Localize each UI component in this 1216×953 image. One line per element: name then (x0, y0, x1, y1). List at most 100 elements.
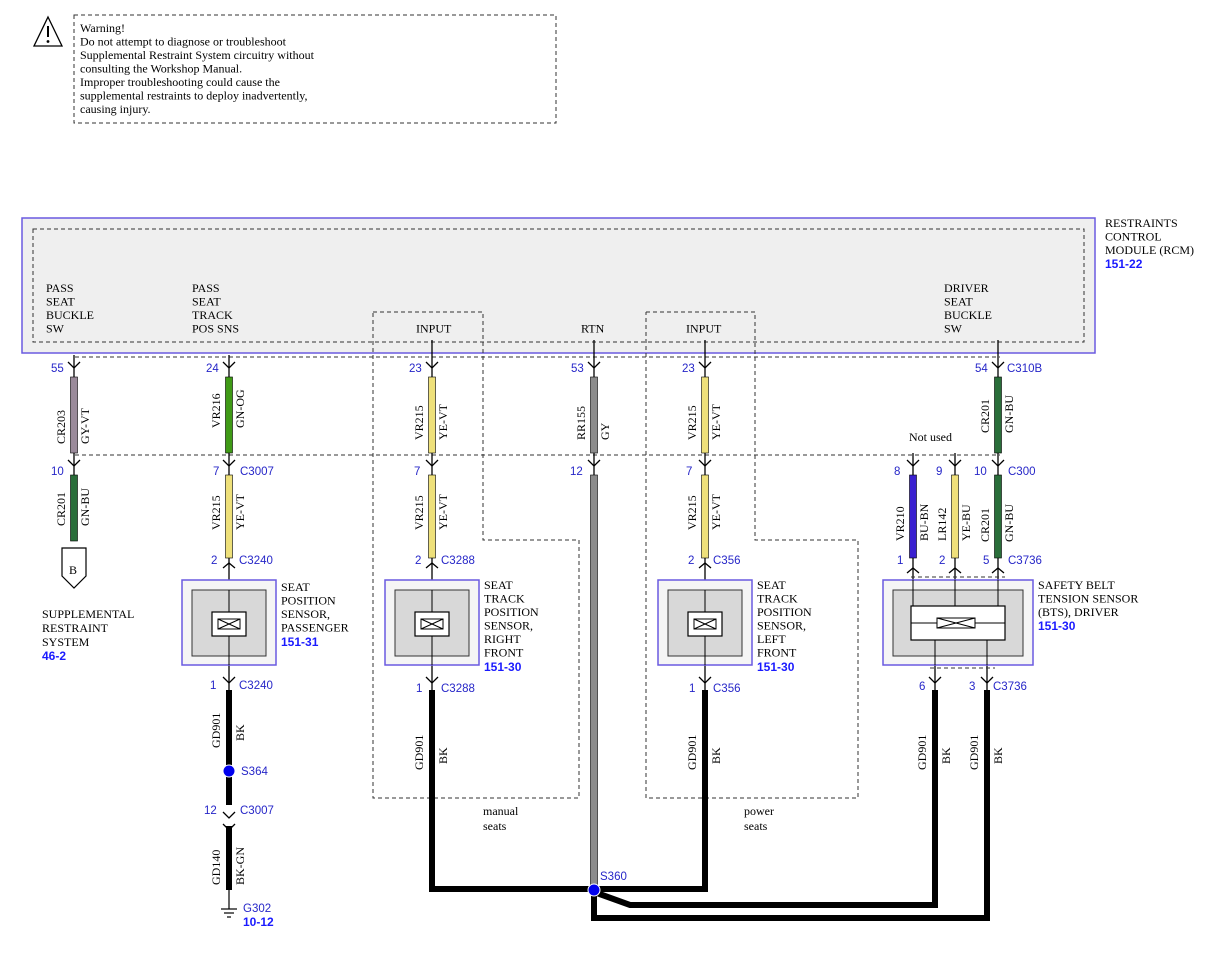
rf-sensor-label: FRONT (484, 646, 524, 660)
wire-cr201-top (994, 376, 1002, 454)
wire-vr215-rf (428, 474, 436, 559)
manual-seats-label: seats (483, 819, 507, 833)
power-seats-label: seats (744, 819, 768, 833)
power-seats-box (645, 311, 859, 799)
bts-sensor-label: TENSION SENSOR (1038, 592, 1138, 606)
manual-seats-box (372, 311, 580, 799)
srs-label: RESTRAINT (42, 621, 109, 635)
pin-2: 2 (415, 555, 421, 567)
wire-color: BK-GN (233, 847, 247, 885)
srs-ref-link[interactable]: 46-2 (42, 649, 66, 663)
pin-7: 7 (686, 466, 692, 478)
lf-sensor-label: SEAT (757, 578, 786, 592)
wire-circuit: GD901 (915, 735, 929, 770)
pin-5: 5 (983, 555, 989, 567)
wire-color: GN-BU (78, 488, 92, 526)
pass-sensor-ref-link[interactable]: 151-31 (281, 635, 319, 649)
wire-color: YE-VT (709, 493, 723, 530)
wire-circuit: GD901 (967, 735, 981, 770)
ground-icon (221, 890, 237, 918)
srs-label: SUPPLEMENTAL (42, 607, 134, 621)
lf-sensor-label: TRACK (757, 592, 798, 606)
pin-12: 12 (204, 805, 217, 817)
wire-color: YE-VT (709, 403, 723, 440)
rcm-ref-link[interactable]: 151-22 (1105, 257, 1143, 271)
wire-color: BK (991, 747, 1005, 764)
connector-c3007: C3007 (240, 805, 274, 817)
pin-54: 54 (975, 363, 988, 375)
wire-color: YE-VT (436, 403, 450, 440)
wire-circuit: CR203 (54, 410, 68, 444)
wire-circuit: CR201 (54, 492, 68, 526)
warning-line: Supplemental Restraint System circuitry … (80, 48, 315, 62)
wire-vr215-lf (701, 474, 709, 559)
power-seats-label: power (744, 804, 774, 818)
driver-buckle-label: DRIVER (944, 281, 989, 295)
pin-24: 24 (206, 363, 219, 375)
connector-c356: C356 (713, 683, 741, 695)
wire-labels: CR203 GY-VT CR201 GN-BU VR216 GN-OG VR21… (54, 389, 1016, 885)
pin-2: 2 (939, 555, 945, 567)
lf-sensor-ref-link[interactable]: 151-30 (757, 660, 795, 674)
pin-1: 1 (210, 680, 216, 692)
pin-2: 2 (211, 555, 217, 567)
rf-sensor-label: SEAT (484, 578, 513, 592)
ground-ref-link[interactable]: 10-12 (243, 915, 274, 929)
wire-circuit: VR216 (209, 393, 223, 428)
warning-line: supplemental restraints to deploy inadve… (80, 89, 308, 103)
lf-sensor-label: SENSOR, (757, 619, 806, 633)
pin-10: 10 (51, 466, 64, 478)
pass-sensor-label: POSITION (281, 594, 336, 608)
pin-9: 9 (936, 466, 942, 478)
pin-12: 12 (570, 466, 583, 478)
input-label-right: INPUT (416, 322, 452, 336)
wire-vr210 (909, 474, 917, 559)
rcm-name: RESTRAINTS (1105, 216, 1178, 230)
wire-circuit: VR215 (412, 495, 426, 530)
manual-seats-label: manual (483, 804, 519, 818)
component-labels: Not used SUPPLEMENTAL RESTRAINT SYSTEM 4… (42, 430, 1138, 833)
connector-c3288: C3288 (441, 683, 475, 695)
wire-vr215-rf-top (428, 376, 436, 454)
bts-sensor-ref-link[interactable]: 151-30 (1038, 619, 1076, 633)
wire-color: GY-VT (78, 407, 92, 444)
driver-buckle-label: SW (944, 322, 963, 336)
connector-c310b: C310B (1007, 363, 1042, 375)
pin-1: 1 (897, 555, 903, 567)
pass-sensor-label: SEAT (281, 580, 310, 594)
wire-color: BU-BN (917, 503, 931, 541)
wire-vr216 (225, 376, 233, 454)
connector-c300: C300 (1008, 466, 1036, 478)
srs-connector-flag[interactable]: B (61, 547, 87, 589)
lf-sensor-label: POSITION (757, 605, 812, 619)
splice-s360 (587, 883, 601, 897)
wire-color: BK (436, 747, 450, 764)
wire-circuit: VR215 (685, 405, 699, 440)
wire-circuit: LR142 (935, 508, 949, 541)
pass-track-label: SEAT (192, 295, 221, 309)
wire-color: YE-BU (959, 504, 973, 541)
wire-color: BK (233, 724, 247, 741)
warning-box: Warning! Do not attempt to diagnose or t… (32, 14, 557, 124)
warning-triangle-icon (32, 15, 64, 47)
rtn-label: RTN (581, 322, 605, 336)
pass-seat-position-sensor (181, 579, 277, 666)
warning-line: causing injury. (80, 102, 151, 116)
rf-sensor-ref-link[interactable]: 151-30 (484, 660, 522, 674)
warning-line: Do not attempt to diagnose or troublesho… (80, 35, 287, 49)
rf-seat-track-sensor (384, 579, 480, 666)
wire-vr215-pass (225, 474, 233, 559)
wire-circuit: GD901 (209, 713, 223, 748)
connector-c3288: C3288 (441, 555, 475, 567)
rf-sensor-label: SENSOR, (484, 619, 533, 633)
pass-buckle-label: PASS (46, 281, 74, 295)
pin-7: 7 (213, 466, 219, 478)
pin-23: 23 (682, 363, 695, 375)
flag-letter: B (69, 563, 77, 577)
wire-circuit: GD140 (209, 850, 223, 885)
pass-track-label: POS SNS (192, 322, 239, 336)
wire-circuit: GD901 (412, 735, 426, 770)
rcm-name: CONTROL (1105, 230, 1162, 244)
pin-23: 23 (409, 363, 422, 375)
wire-circuit: VR210 (893, 506, 907, 541)
